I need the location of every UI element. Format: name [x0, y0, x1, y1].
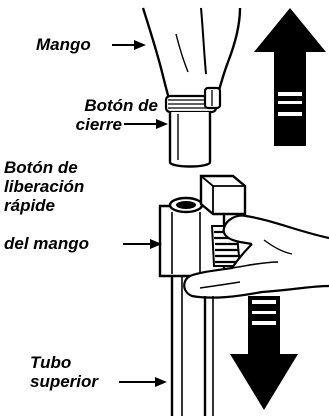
upper-tube-label-line-1: Tubo — [30, 353, 72, 372]
handle-label: Mango — [36, 35, 91, 54]
release-button-label-line-1: Botón de — [4, 158, 78, 177]
lock-collar-drawing — [164, 86, 222, 114]
handle-drawing — [141, 7, 242, 104]
handle-tube-drawing — [168, 112, 212, 168]
release-button-label-line-4: del mango — [4, 234, 90, 253]
hand-drawing — [183, 214, 329, 299]
up-arrow-icon — [254, 8, 326, 146]
upper-tube-pointer — [119, 377, 167, 387]
release-button-label-line-3: rápide — [4, 196, 56, 215]
lock-button-pointer — [124, 119, 168, 129]
lock-button-label-line-1: Botón de — [84, 96, 158, 115]
upper-tube-drawing — [170, 276, 214, 416]
release-button-pointer — [123, 239, 162, 249]
release-housing-drawing — [158, 174, 247, 278]
handle-pointer — [112, 40, 146, 50]
upper-tube-label-line-2: superior — [30, 372, 99, 391]
down-arrow-icon — [230, 296, 298, 410]
lock-button-label-line-2: cierre — [75, 115, 122, 134]
release-button-label-line-2: liberación — [4, 177, 85, 196]
